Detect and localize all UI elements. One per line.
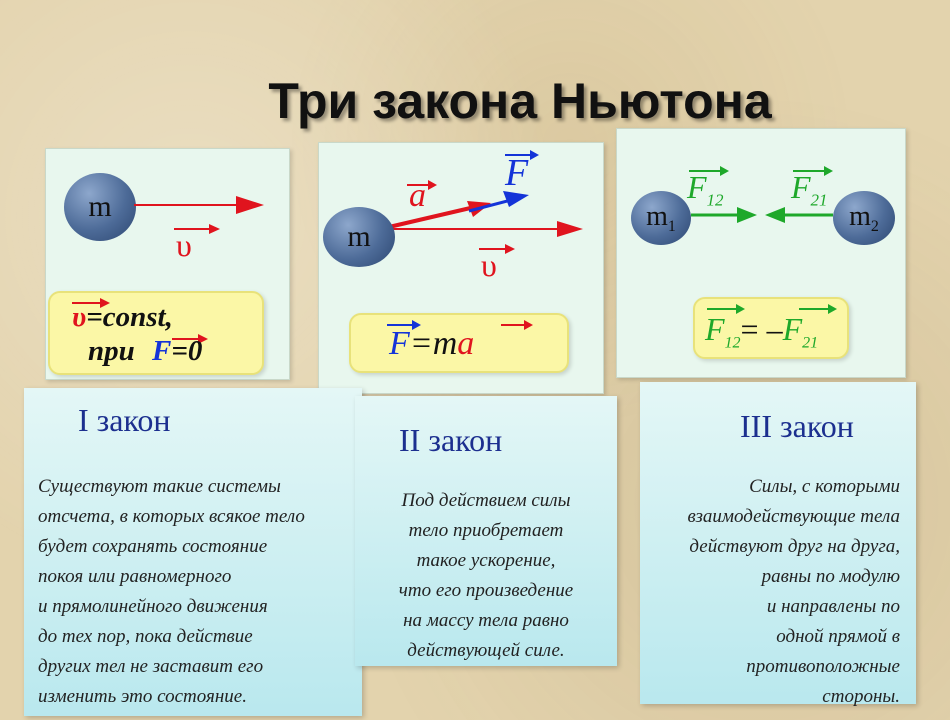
force12-subscript: 12 — [706, 190, 724, 210]
force21-symbol: F — [791, 169, 811, 205]
force21-formula: F — [782, 311, 803, 347]
law1-text-line: до тех пор, пока действие — [38, 626, 253, 647]
law3-text: Силы, с которыми взаимодействующие тела … — [687, 472, 900, 712]
second-law-formula: F=ma — [349, 313, 569, 373]
third-law-formula: F12= –F21 — [693, 297, 849, 359]
velocity-symbol: υ — [176, 227, 192, 263]
force-acceleration-arrows — [388, 150, 583, 254]
law3-text-line: стороны. — [822, 686, 900, 707]
law2-text-line: тело приобретает — [408, 520, 564, 541]
zero-text: =0 — [171, 335, 203, 367]
law2-text: Под действием силы тело приобретает тако… — [355, 486, 617, 666]
law1-text-line: будет сохранять состояние — [38, 536, 268, 557]
force12-formula: F — [705, 311, 725, 347]
page-title: Три закона Ньютона — [268, 73, 772, 129]
mass-ball: m — [64, 173, 136, 241]
mass2-subscript: 2 — [870, 217, 879, 235]
const-text: =const, — [86, 301, 173, 333]
velocity-symbol: υ — [481, 247, 497, 283]
law1-text-line: покоя или равномерного — [38, 566, 232, 587]
mass1-label: m — [646, 200, 668, 232]
vector-overbars — [387, 320, 533, 330]
first-law-formula: υ=const, при F=0 — [48, 291, 264, 375]
force21-subscript: 21 — [810, 190, 828, 210]
mass2-label: m — [849, 200, 871, 232]
force12-formula-subscript: 12 — [724, 334, 741, 352]
velocity-arrow — [134, 196, 264, 234]
law1-text-line: изменить это состояние. — [38, 686, 247, 707]
mass-label: m — [347, 220, 371, 253]
mass-label: m — [88, 190, 112, 223]
law3-text-line: противоположные — [746, 656, 900, 677]
law1-heading: I закон — [78, 402, 171, 438]
mass2-ball: m2 — [833, 191, 895, 245]
force-symbol-formula: F — [152, 335, 172, 367]
mass-ball: m — [323, 207, 395, 267]
law2-text-line: действующей силе. — [407, 640, 565, 661]
condition-prefix: при — [88, 335, 135, 367]
law2-card: II закон Под действием силы тело приобре… — [355, 396, 617, 666]
mass1-ball: m1 — [631, 191, 691, 245]
law2-heading: II закон — [399, 422, 503, 458]
law2-diagram-panel: m a F υ F=ma — [318, 142, 604, 394]
law3-text-line: и направлены по — [766, 596, 900, 617]
law1-card: I закон Существуют такие системы отсчета… — [24, 388, 362, 716]
law3-diagram-panel: m1 m2 F12 F21 F12= –F21 — [616, 128, 906, 378]
law1-text-line: других тел не заставит его — [38, 656, 264, 677]
vector-overbars — [72, 298, 208, 344]
law1-diagram-panel: m υ υ=const, при F=0 — [45, 148, 290, 380]
force12-symbol: F — [687, 169, 707, 205]
law1-text-line: отсчета, в которых всякое тело — [38, 506, 305, 527]
law2-text-line: что его произведение — [398, 580, 574, 601]
interaction-arrows — [689, 166, 833, 223]
law3-heading: III закон — [740, 408, 854, 444]
force-symbol: F — [505, 152, 529, 194]
law2-text-line: Под действием силы — [401, 490, 571, 511]
force-symbol-formula: F — [389, 325, 410, 362]
law1-text-line: и прямолинейного движения — [38, 596, 268, 617]
law3-text-line: Силы, с которыми — [749, 476, 900, 497]
law1-text-line: Существуют такие системы — [38, 476, 281, 497]
vector-overbars — [707, 304, 837, 314]
force21-formula-subscript: 21 — [802, 334, 819, 352]
velocity-symbol-formula: υ — [72, 301, 87, 333]
mass1-subscript: 1 — [667, 217, 676, 235]
law2-text-line: на массу тела равно — [403, 610, 569, 631]
accel-symbol-formula: a — [457, 325, 475, 362]
law1-text: Существуют такие системы отсчета, в кото… — [38, 472, 305, 712]
law3-text-line: взаимодействующие тела — [687, 506, 900, 527]
law3-text-line: действуют друг на друга, — [689, 536, 900, 557]
equals-minus-text: = – — [740, 311, 783, 347]
acceleration-symbol: a — [409, 177, 426, 214]
law3-card: III закон Силы, с которыми взаимодейству… — [640, 382, 916, 707]
equals-m-text: =m — [409, 325, 458, 362]
law3-text-line: равны по модулю — [761, 566, 900, 587]
law2-text-line: такое ускорение, — [416, 550, 556, 571]
law3-text-line: одной прямой в — [776, 626, 900, 647]
